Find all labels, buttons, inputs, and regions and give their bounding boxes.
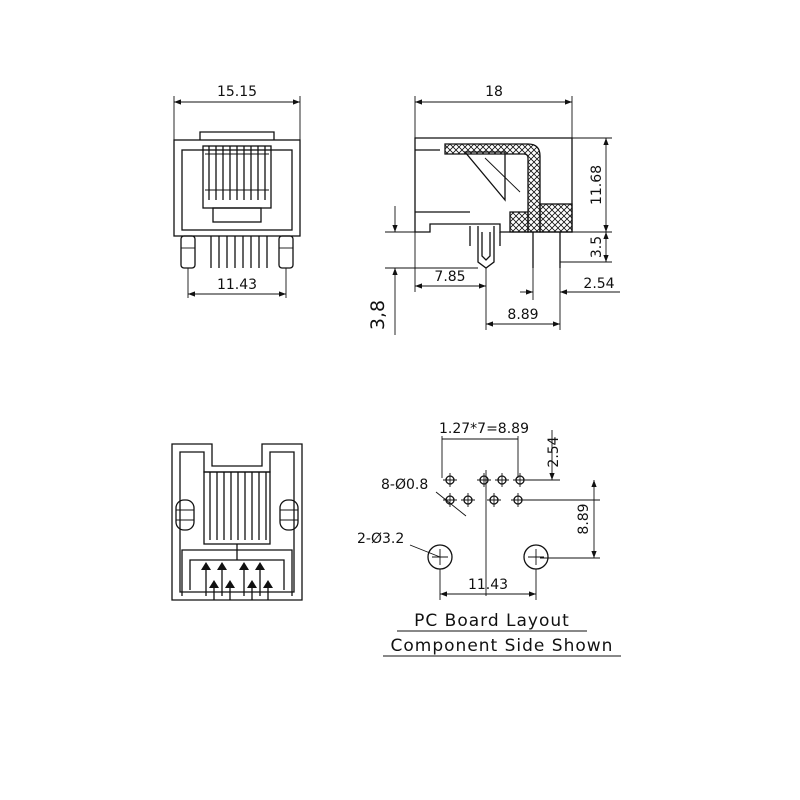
bottom-contacts	[209, 472, 267, 540]
side-standoff-dimension: 3.5	[589, 236, 605, 258]
front-view: 15.15	[173, 84, 301, 298]
front-contacts	[205, 146, 269, 200]
front-pin-span-dimension: 11.43	[217, 277, 257, 293]
side-peg-offset-dimension: 2.54	[583, 276, 614, 292]
pcb-pitch-dimension: 1.27*7=8.89	[439, 421, 529, 437]
pcb-peg-span-dimension: 11.43	[468, 577, 508, 593]
pcb-pin-holes	[443, 473, 527, 507]
bottom-view	[171, 443, 303, 601]
pcb-peg-holes-label: 2-Ø3.2	[357, 531, 404, 547]
pcb-caption-line1: PC Board Layout	[414, 611, 570, 631]
pcb-vertical-dimension: 8.89	[576, 503, 592, 534]
side-pin-offset-dimension: 7.85	[434, 269, 465, 285]
side-length-dimension: 18	[485, 84, 503, 100]
bottom-pin-markers	[201, 562, 273, 600]
side-pin-length-dimension: 3,8	[367, 300, 389, 330]
front-pins	[210, 236, 268, 268]
pcb-layout: 1.27*7=8.89 2.54 8.89	[357, 421, 621, 657]
front-width-dimension: 15.15	[217, 84, 257, 100]
pcb-caption-line2: Component Side Shown	[391, 636, 614, 656]
pcb-peg-holes	[427, 544, 549, 570]
pcb-row-offset-dimension: 2.54	[546, 436, 562, 467]
side-height-dimension: 11.68	[589, 165, 605, 205]
pcb-pin-holes-label: 8-Ø0.8	[381, 477, 428, 493]
side-row-spacing-dimension: 8.89	[507, 307, 538, 323]
side-view: 18 11.68 3.5 2.54	[367, 84, 620, 335]
